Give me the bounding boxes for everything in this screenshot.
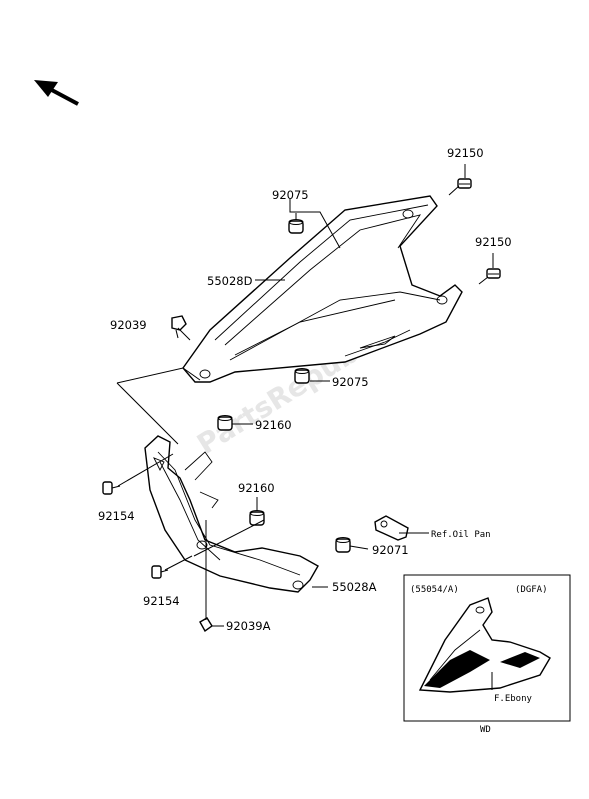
label-92160-a: 92160 — [255, 418, 292, 432]
screw-92154-b — [151, 565, 169, 579]
inset-panel: (55054/A) (DGFA) F.Ebony — [403, 574, 571, 722]
inset-variant: (DGFA) — [515, 585, 548, 595]
oil-pan-bracket — [374, 515, 409, 541]
label-92039: 92039 — [110, 318, 147, 332]
label-92154-a: 92154 — [98, 509, 135, 523]
label-92071: 92071 — [372, 543, 409, 557]
screw-92150-mid — [486, 268, 501, 279]
label-92150-top: 92150 — [447, 146, 484, 160]
lower-cowl-55028A — [144, 435, 319, 593]
inset-color-label: F.Ebony — [494, 694, 533, 704]
label-55028A: 55028A — [332, 580, 377, 594]
leader-lines — [116, 164, 494, 627]
grommet-92160-b — [249, 510, 265, 526]
grommet-92071 — [335, 537, 351, 553]
label-92075-top: 92075 — [272, 188, 309, 202]
label-ref-oil-pan: Ref.Oil Pan — [431, 530, 491, 540]
screw-92154-a — [102, 481, 121, 495]
screw-92150-top — [457, 178, 472, 189]
grommet-92160-a — [217, 415, 233, 431]
label-55028D: 55028D — [207, 274, 253, 288]
grommet-92075-top — [288, 219, 304, 234]
label-92154-b: 92154 — [143, 594, 180, 608]
clip-92039 — [171, 315, 187, 339]
label-92039A: 92039A — [226, 619, 271, 633]
upper-cowl-55028D — [182, 195, 463, 383]
direction-arrow-icon — [34, 80, 79, 106]
label-92150-mid: 92150 — [475, 235, 512, 249]
inset-caption: WD — [480, 725, 491, 735]
label-92075-bot: 92075 — [332, 375, 369, 389]
grommet-92075-bot — [294, 368, 310, 384]
label-92160-b: 92160 — [238, 481, 275, 495]
inset-code: (55054/A) — [410, 585, 459, 595]
inset-cowl-thumbnail — [418, 597, 551, 693]
